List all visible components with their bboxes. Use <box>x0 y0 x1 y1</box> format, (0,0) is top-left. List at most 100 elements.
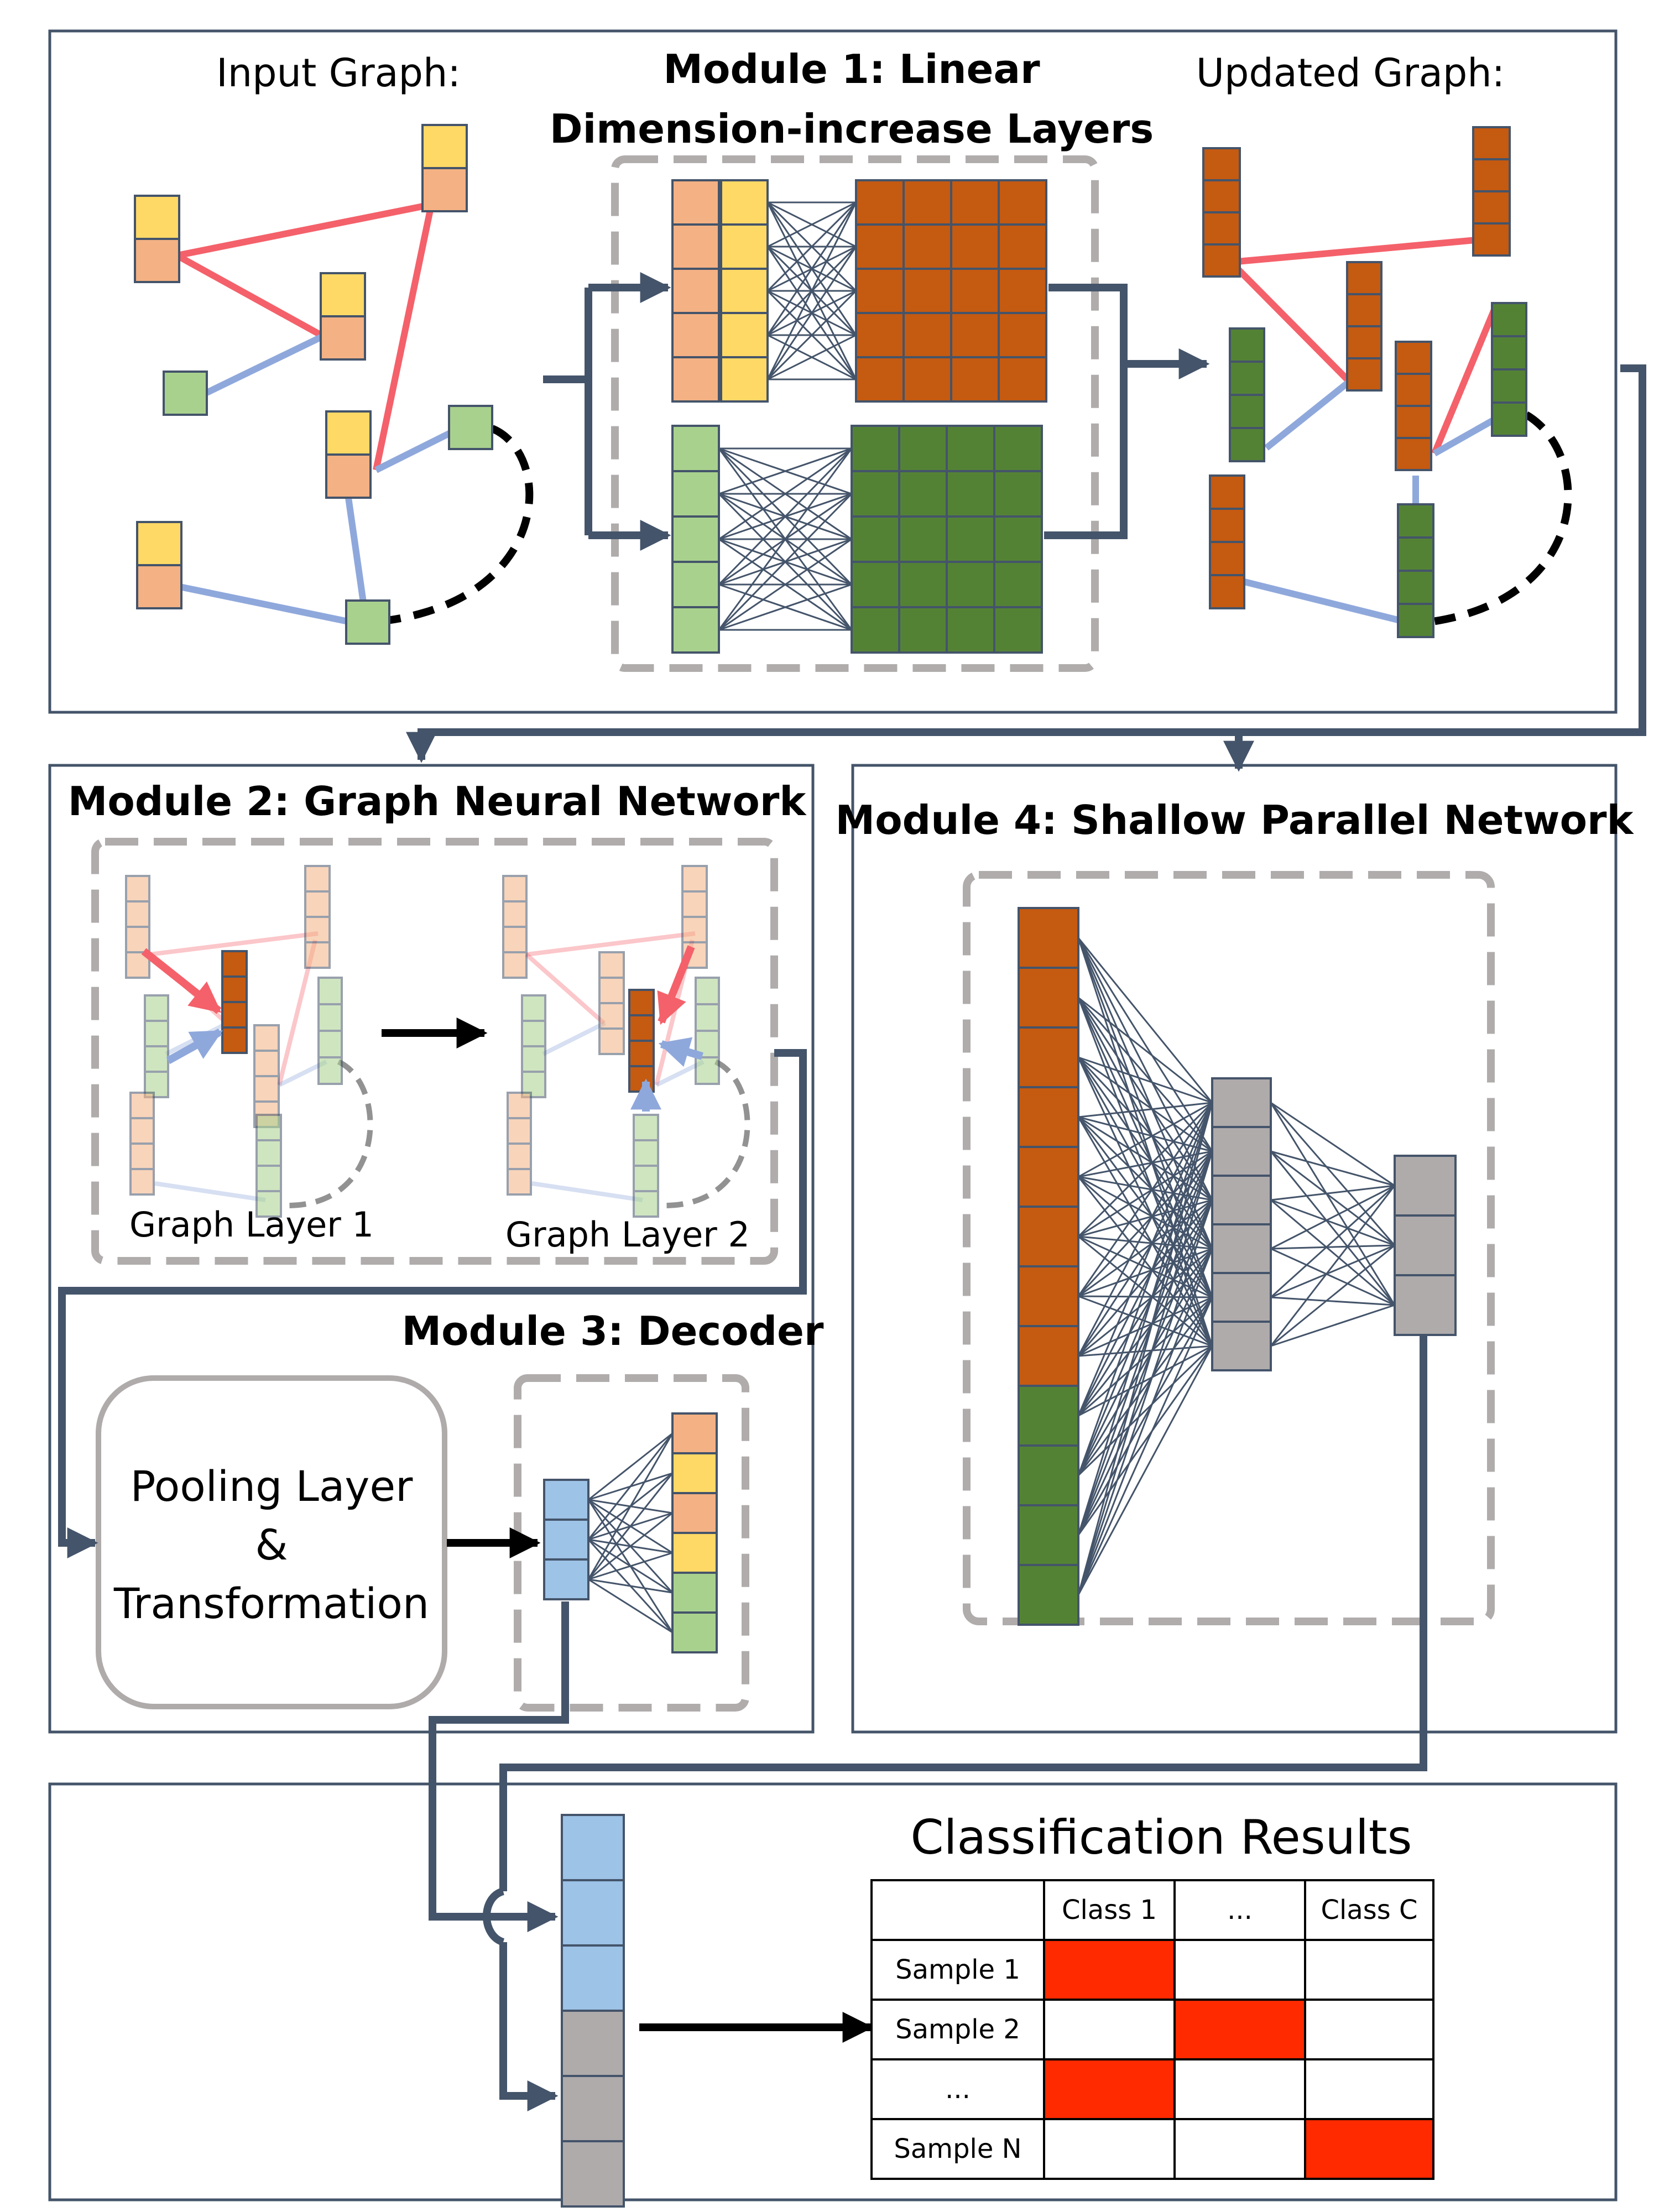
updated-node-cell <box>1491 401 1527 437</box>
gnn2-node-cell <box>681 916 708 943</box>
gnn1-node-cell <box>304 916 331 943</box>
input-edge <box>175 252 327 341</box>
fc-edge <box>1270 1244 1395 1298</box>
fc-edge <box>766 202 857 380</box>
gnn1-node <box>255 1114 282 1218</box>
output-grid-green <box>993 425 1043 654</box>
fc-edge <box>1270 1244 1395 1347</box>
result-cell-hit <box>1304 2118 1434 2180</box>
result-cell <box>1173 2058 1306 2120</box>
input-node <box>163 371 208 416</box>
updated-node <box>1491 302 1527 437</box>
fc-edge <box>588 1578 673 1594</box>
updated-node-cell <box>1346 293 1383 327</box>
updated-node-cell <box>1229 327 1265 363</box>
updated-edge <box>1431 308 1498 455</box>
output-grid-orange <box>998 179 1047 403</box>
result-cell <box>1304 1879 1434 1941</box>
shallow-hidden-cell <box>1211 1077 1272 1128</box>
shallow-output <box>1394 1155 1457 1336</box>
gnn2-node <box>695 977 720 1085</box>
gnn2-node-cell <box>633 1165 659 1192</box>
gnn2-node <box>502 875 528 979</box>
gnn1-node <box>253 1024 280 1128</box>
gnn2-node-cell <box>521 1020 546 1047</box>
shallow-output-cell <box>1394 1214 1457 1276</box>
pooling-layer-box <box>96 1375 447 1709</box>
shallow-input-cell <box>1018 1146 1079 1208</box>
output-grid-green-cell <box>898 561 948 608</box>
gnn-dashed-edge <box>664 1059 750 1208</box>
input-edge <box>176 583 349 625</box>
input-node <box>320 272 366 361</box>
shallow-hidden-cell <box>1211 1126 1272 1177</box>
updated-edge <box>1433 417 1495 457</box>
updated-node <box>1209 474 1245 609</box>
shallow-input-cell <box>1018 907 1079 969</box>
shallow-input-cell <box>1018 1206 1079 1267</box>
updated-node-cell <box>1395 373 1432 407</box>
decoder-input-cell <box>543 1479 589 1521</box>
fc-edge <box>1270 1304 1395 1347</box>
output-grid-green-cell <box>851 425 900 472</box>
input-col-yellow-cell <box>720 312 769 358</box>
result-cell <box>870 1879 1045 1941</box>
input-edge <box>176 201 432 259</box>
input-edge <box>373 204 435 471</box>
gnn-edge <box>531 1181 643 1202</box>
updated-node-cell <box>1397 603 1434 638</box>
fc-edge <box>1270 1102 1396 1306</box>
fc-edge <box>1077 1345 1213 1477</box>
input-node-cell <box>163 371 208 416</box>
output-grid-orange <box>950 179 1000 403</box>
shallow-hidden-cell <box>1211 1272 1272 1323</box>
gnn2-node-cell <box>633 1190 659 1218</box>
result-cell <box>870 1939 1045 2001</box>
decoder-output-cell <box>671 1572 718 1614</box>
gnn1-red-arrow <box>141 948 222 1014</box>
updated-node-cell <box>1209 541 1245 576</box>
gnn2-target-node-cell <box>628 989 655 1016</box>
gnn1-node-cell <box>255 1139 282 1167</box>
fc-edge <box>1077 1297 1213 1536</box>
shallow-hidden <box>1211 1077 1272 1371</box>
fc-edge <box>767 201 857 248</box>
flow-hop <box>483 1887 505 1946</box>
output-grid-green-cell <box>898 606 948 654</box>
input-node <box>134 195 180 283</box>
fc-edge <box>1078 997 1213 1104</box>
output-grid-green-cell <box>946 561 995 608</box>
shallow-input-cell <box>1018 1325 1079 1387</box>
gnn2-node <box>633 1114 659 1218</box>
updated-dashed-edge <box>1431 411 1572 625</box>
fc-edge <box>1077 1345 1213 1595</box>
gnn1-node <box>304 865 331 969</box>
updated-node-cell <box>1209 574 1245 609</box>
input-dashed-edge <box>387 425 534 624</box>
gnn1-node-cell <box>144 1020 169 1047</box>
flow-to-module2 <box>406 364 1646 763</box>
updated-node-cell <box>1491 302 1527 337</box>
updated-node <box>1395 341 1432 471</box>
gnn1-node-cell <box>129 1142 155 1170</box>
gnn1-node-cell <box>304 865 331 893</box>
fc-edge <box>1078 1295 1213 1298</box>
updated-node-cell <box>1472 222 1511 257</box>
input-edge <box>374 428 455 473</box>
updated-edge <box>1230 575 1415 627</box>
gnn1-node <box>125 875 150 979</box>
gnn-edge <box>154 1181 266 1202</box>
output-grid-orange-cell <box>998 312 1047 358</box>
result-cell <box>1043 2118 1176 2180</box>
input-col-orange-cell <box>671 268 720 314</box>
updated-node-cell <box>1491 335 1527 371</box>
input-node <box>325 410 372 499</box>
gnn2-node-cell <box>598 1027 625 1055</box>
decoder-output-cell <box>671 1452 718 1494</box>
decoder-output-cell <box>671 1611 718 1653</box>
results-panel <box>48 1782 1618 2201</box>
gnn1-node-cell <box>129 1168 155 1196</box>
concat-vector-cell <box>561 2075 625 2142</box>
module1-title-line1: Module 1: Linear <box>663 46 1040 92</box>
result-cell-hit <box>1173 1999 1306 2060</box>
